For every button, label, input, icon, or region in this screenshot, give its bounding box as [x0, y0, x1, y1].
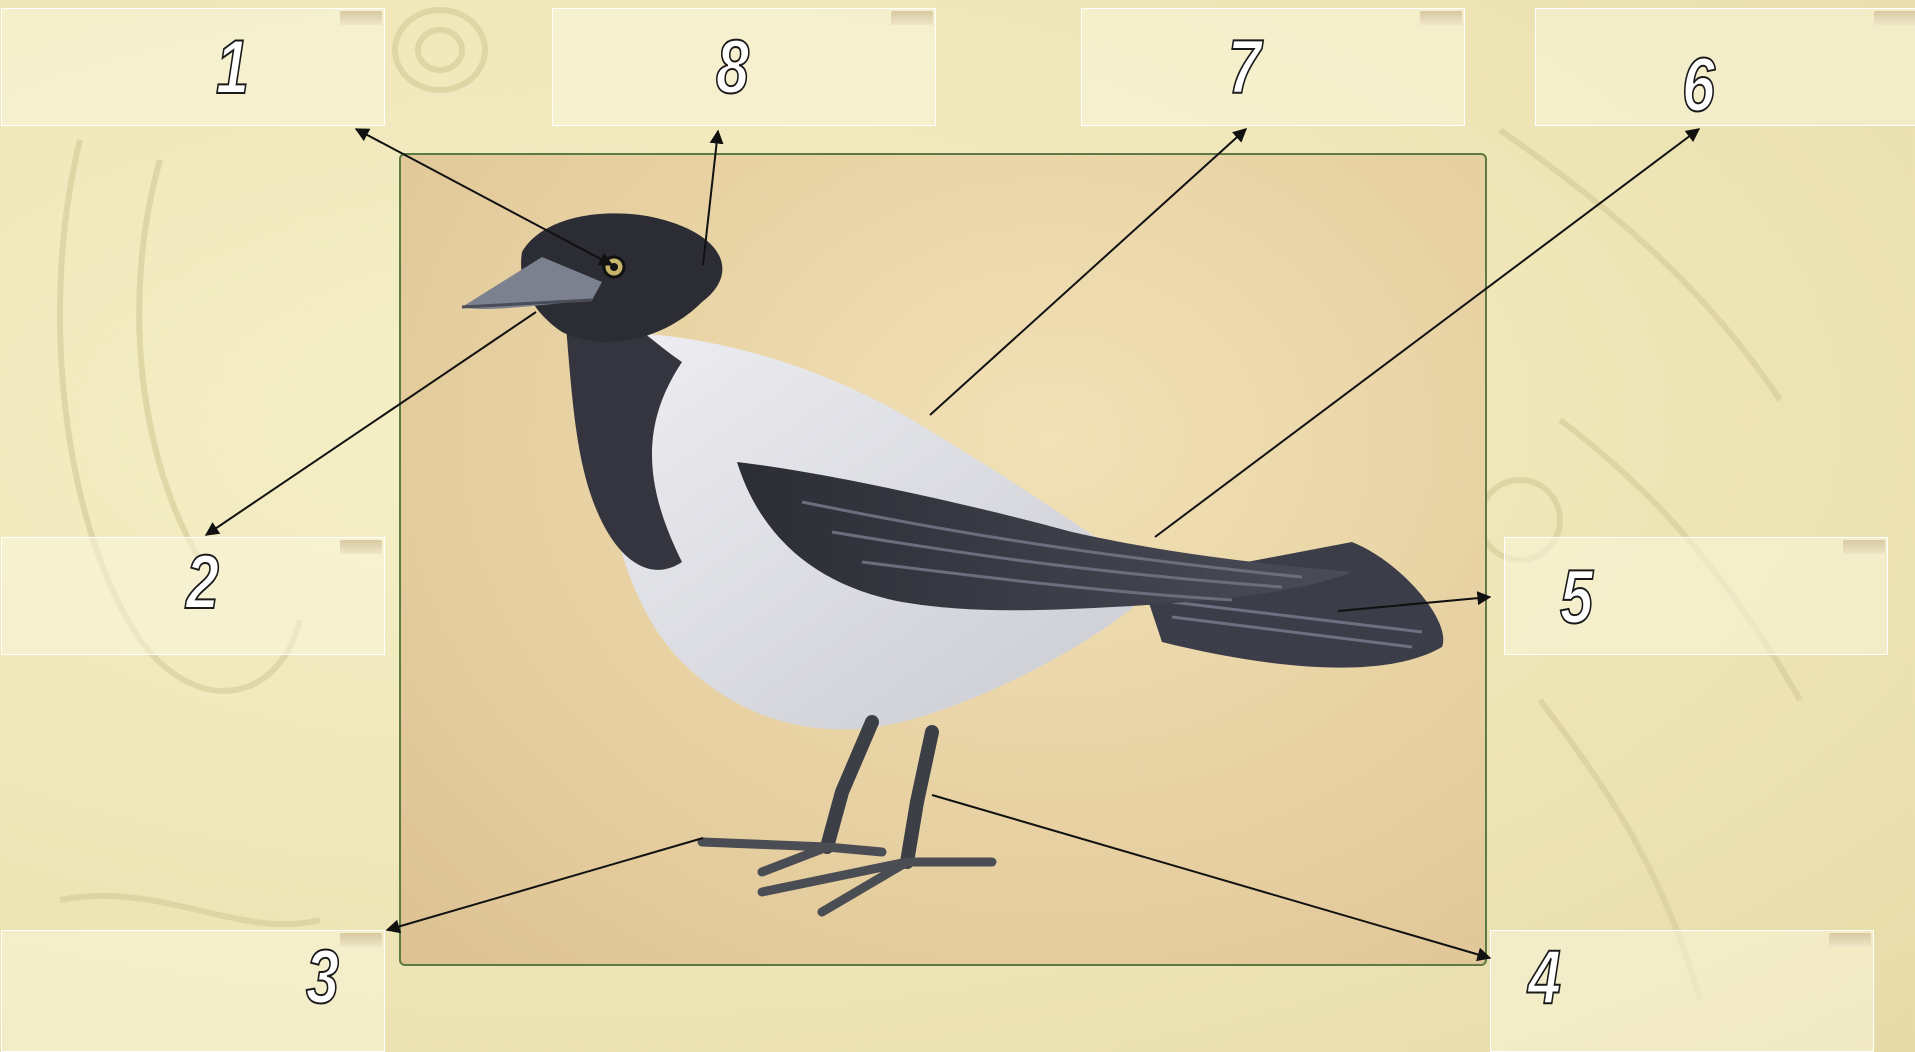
label-number-1: 1: [216, 30, 249, 106]
label-number-3: 3: [306, 940, 339, 1016]
label-number-6: 6: [1682, 48, 1715, 124]
foot-right: [762, 862, 992, 912]
label-box-6[interactable]: [1535, 8, 1915, 126]
box-tab: [340, 11, 382, 25]
leg-right: [907, 732, 932, 862]
label-number-8: 8: [716, 30, 749, 106]
box-tab: [1843, 540, 1885, 554]
box-tab: [1420, 11, 1462, 25]
label-number-4: 4: [1528, 940, 1561, 1016]
label-box-1[interactable]: [1, 8, 385, 126]
box-tab: [891, 11, 933, 25]
leg-left: [827, 722, 872, 847]
foot-left: [702, 842, 882, 872]
label-box-7[interactable]: [1081, 8, 1465, 126]
label-number-2: 2: [186, 545, 219, 621]
label-number-5: 5: [1560, 560, 1593, 636]
bird-illustration-frame: [399, 153, 1487, 966]
box-tab: [1874, 11, 1915, 25]
hooded-crow-illustration: [401, 155, 1485, 964]
box-tab: [340, 933, 382, 947]
box-tab: [340, 540, 382, 554]
box-tab: [1829, 933, 1871, 947]
label-number-7: 7: [1228, 30, 1261, 106]
